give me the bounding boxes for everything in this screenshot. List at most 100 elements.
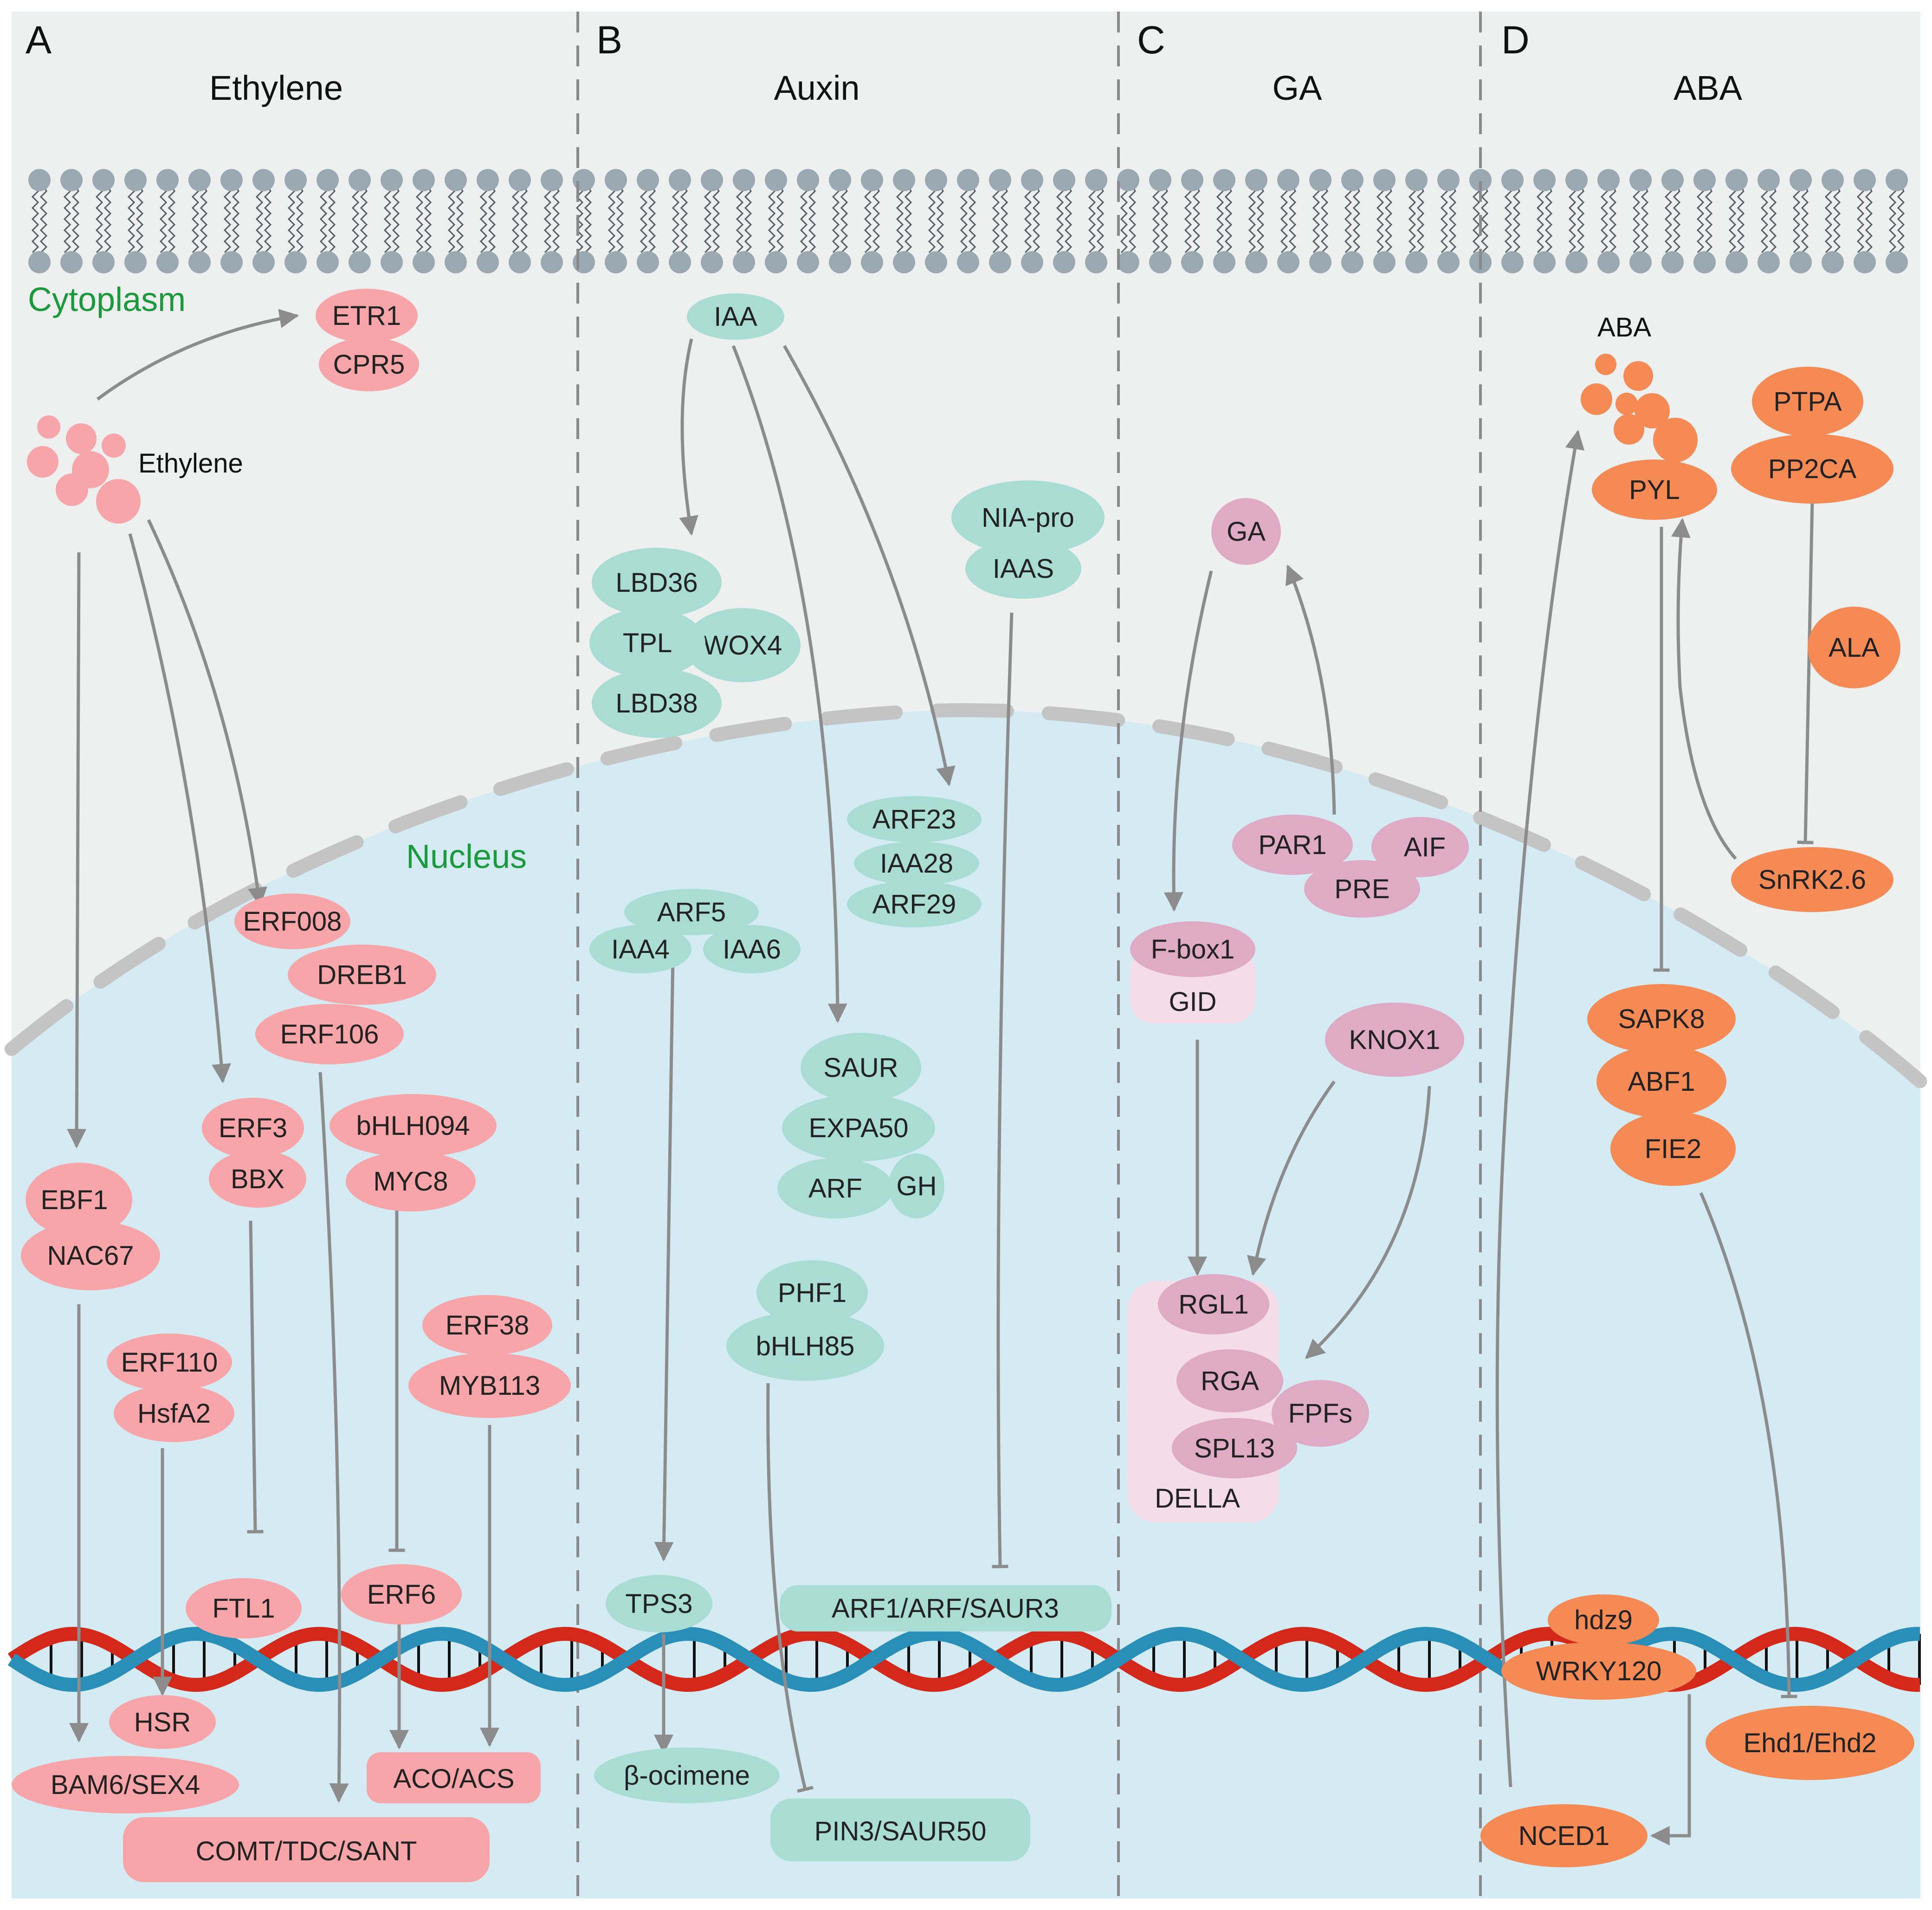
etr1-label: ETR1 — [332, 301, 401, 331]
phospholipid — [1245, 169, 1267, 273]
pin3-saur50-node — [770, 1799, 1030, 1861]
iaa4-label: IAA4 — [611, 934, 670, 965]
spl13-node — [1172, 1418, 1297, 1478]
par1-label: PAR1 — [1258, 830, 1326, 860]
hdz9-node — [1548, 1594, 1659, 1645]
bam6-sex4-label: BAM6/SEX4 — [51, 1770, 200, 1800]
phospholipid — [1181, 169, 1203, 273]
phospholipid — [1533, 169, 1556, 273]
erf106-label: ERF106 — [280, 1019, 379, 1049]
phospholipid — [1053, 169, 1075, 273]
nia-pro-label: NIA-pro — [982, 503, 1074, 533]
phospholipid — [1085, 169, 1107, 273]
ebf1-label: EBF1 — [40, 1185, 108, 1215]
phospholipid — [1277, 169, 1299, 273]
erf008-label: ERF008 — [243, 906, 342, 937]
phospholipid — [1117, 169, 1139, 273]
phospholipid — [925, 169, 947, 273]
phospholipid — [413, 169, 435, 273]
panel-letter-c: C — [1137, 18, 1165, 62]
aco-acs-node — [367, 1752, 541, 1803]
phospholipid — [669, 169, 691, 273]
phospholipid — [60, 169, 83, 273]
pre-label: PRE — [1334, 874, 1389, 904]
rga-node — [1176, 1349, 1283, 1412]
nuclear-envelope — [5, 703, 1927, 1088]
expa50-label: EXPA50 — [809, 1113, 909, 1143]
phospholipid — [1341, 169, 1363, 273]
phospholipid — [1790, 169, 1812, 273]
snrk2-6-node — [1731, 847, 1893, 912]
hsr-node — [109, 1695, 216, 1749]
pyl-label: PYL — [1629, 475, 1680, 505]
aif-label: AIF — [1404, 832, 1446, 862]
phospholipid — [1661, 169, 1684, 273]
tpl-label: TPL — [623, 628, 672, 658]
phospholipid — [317, 169, 339, 273]
hdz9-label: hdz9 — [1574, 1605, 1633, 1635]
lbd36-node — [592, 548, 722, 617]
panel-title-ga: GA — [1273, 69, 1323, 107]
phospholipid — [156, 169, 179, 273]
arf5-node — [624, 889, 759, 935]
phospholipid — [1854, 169, 1876, 273]
ala-label: ALA — [1829, 633, 1880, 663]
erf106-node — [255, 1004, 404, 1064]
erf110-label: ERF110 — [121, 1347, 218, 1378]
phospholipid — [1629, 169, 1652, 273]
ehd1-ehd2-node — [1706, 1706, 1914, 1780]
pp2ca-node — [1731, 434, 1893, 504]
phospholipid — [1886, 169, 1908, 273]
phospholipid — [1405, 169, 1428, 273]
phospholipid — [765, 169, 787, 273]
pp2ca-label: PP2CA — [1768, 454, 1857, 484]
ftl1-label: FTL1 — [212, 1593, 275, 1624]
phospholipid — [637, 169, 659, 273]
myb113-node — [408, 1353, 571, 1418]
pin3-saur50-label: PIN3/SAUR50 — [814, 1816, 987, 1846]
saur-label: SAUR — [823, 1053, 898, 1083]
phospholipid — [477, 169, 499, 273]
knox1-label: KNOX1 — [1349, 1025, 1441, 1055]
comt-tdc-sant-label: COMT/TDC/SANT — [196, 1836, 417, 1866]
fie2-label: FIE2 — [1645, 1134, 1702, 1164]
erf3-node — [202, 1098, 304, 1158]
erf3-label: ERF3 — [219, 1113, 287, 1143]
hsfa2-label: HsfA2 — [137, 1399, 211, 1429]
aba-molecule-cluster — [1581, 354, 1698, 462]
phospholipid — [284, 169, 307, 273]
comt-tdc-sant-node — [123, 1817, 490, 1882]
rga-label: RGA — [1201, 1366, 1259, 1396]
phospholipid — [1309, 169, 1331, 273]
rgl1-label: RGL1 — [1178, 1289, 1249, 1320]
sapk8-node — [1587, 984, 1736, 1054]
della-label: DELLA — [1155, 1483, 1240, 1514]
cytoplasm-label: Cytoplasm — [28, 281, 186, 318]
erf110-node — [107, 1334, 232, 1391]
phospholipid — [349, 169, 371, 273]
saur-node — [801, 1033, 921, 1102]
lbd36-label: LBD36 — [615, 568, 698, 598]
phospholipid — [1501, 169, 1524, 273]
iaa6-node — [703, 925, 801, 973]
nucleus-label: Nucleus — [406, 838, 527, 875]
bhlh094-node — [330, 1094, 497, 1157]
bhlh85-label: bHLH85 — [756, 1331, 855, 1361]
fie2-node — [1610, 1112, 1736, 1186]
arf-label: ARF — [808, 1173, 862, 1204]
tps3-node — [606, 1575, 712, 1632]
fpfs-label: FPFs — [1288, 1399, 1353, 1429]
ehd1-ehd2-label: Ehd1/Ehd2 — [1743, 1728, 1876, 1758]
ebf1-node — [26, 1163, 132, 1237]
panel-letter-b: B — [596, 18, 622, 62]
arf5-label: ARF5 — [657, 897, 726, 927]
wrky120-node — [1501, 1642, 1696, 1700]
phospholipid — [1149, 169, 1171, 273]
iaas-label: IAAS — [993, 554, 1054, 584]
cpr5-label: CPR5 — [333, 350, 405, 380]
erf38-node — [422, 1295, 552, 1355]
pathway-arrows — [67, 309, 1814, 1845]
expa50-node — [782, 1094, 935, 1161]
hsr-label: HSR — [134, 1707, 191, 1737]
arf-node — [777, 1158, 893, 1218]
